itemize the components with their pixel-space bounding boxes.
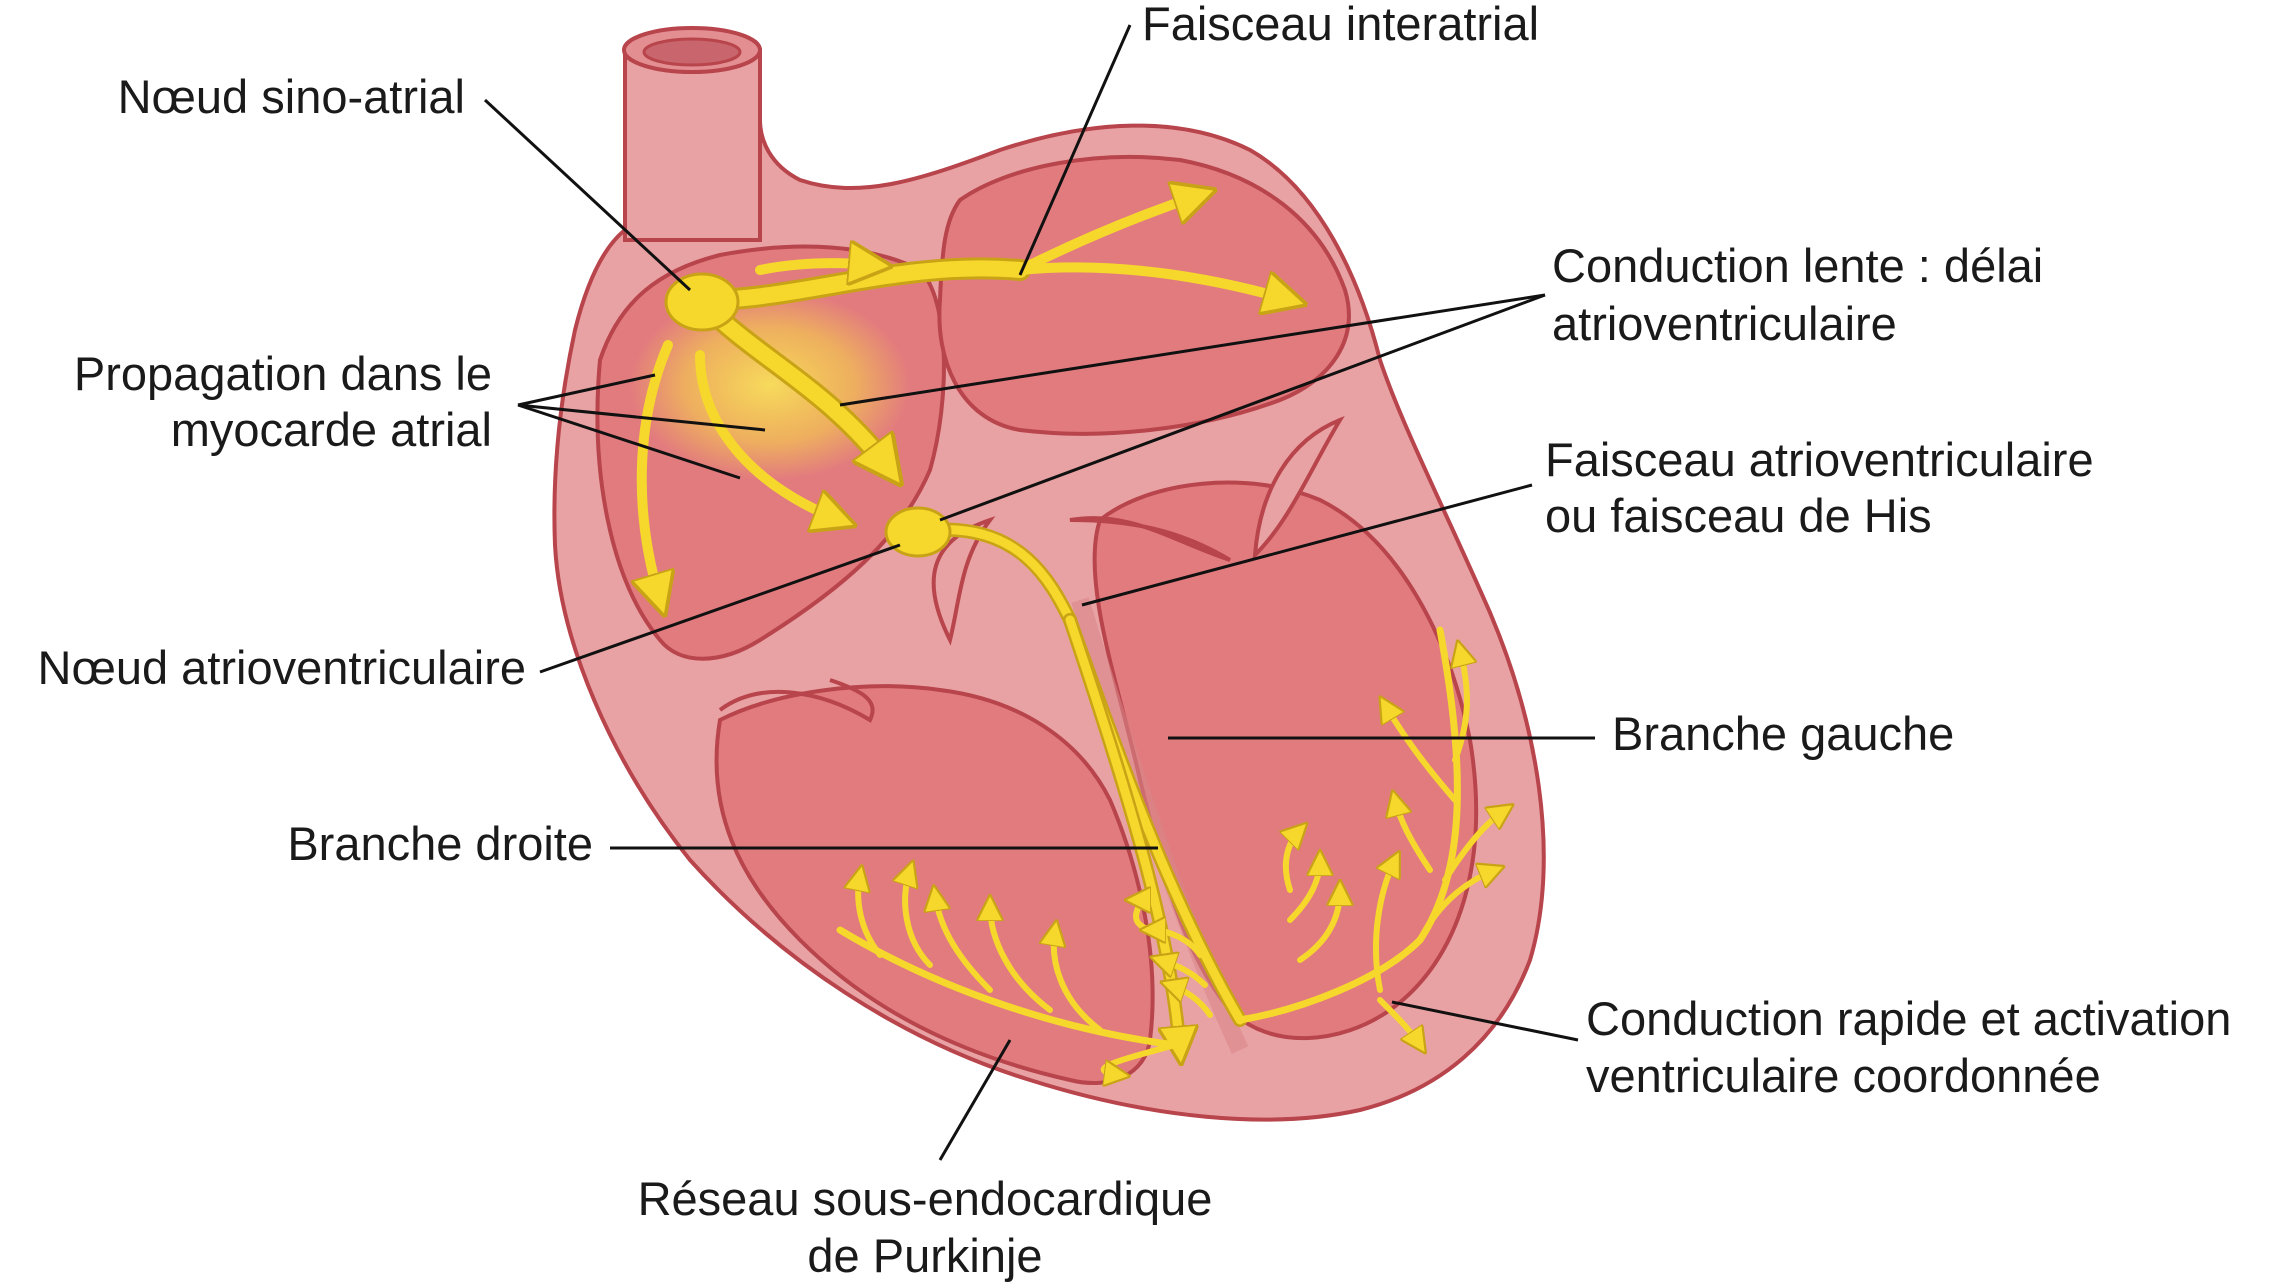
leader-lines (483, 24, 1595, 1161)
label-propagation-line1: Propagation dans le (74, 347, 492, 400)
label-faisceau-interatrial: Faisceau interatrial (1142, 0, 1539, 50)
mitral-leaflet (1252, 415, 1345, 561)
aorta (622, 26, 762, 242)
leader-propagation-b (517, 403, 766, 432)
internodal-pathway (697, 297, 890, 470)
label-purkinje-line1: Réseau sous-endocardique (638, 1172, 1213, 1225)
purkinje-fibers-left (1236, 626, 1505, 1045)
atrial-propagation-glow (630, 290, 910, 480)
septal-cusp-left (931, 516, 996, 646)
label-conduction-lente-line1: Conduction lente : délai (1552, 239, 2043, 292)
label-propagation-line2: myocarde atrial (171, 403, 492, 456)
label-conduction-rapide-line1: Conduction rapide et activation (1586, 992, 2231, 1045)
leader-conduction-lente-b (939, 293, 1546, 522)
av-node (884, 506, 952, 558)
leader-conduction-lente-a (839, 293, 1546, 407)
label-conduction-lente-line2: atrioventriculaire (1552, 297, 1897, 350)
label-branche-gauche: Branche gauche (1612, 707, 1954, 760)
purkinje-fibers-right (836, 870, 1213, 1075)
label-his-line2: ou faisceau de His (1545, 489, 1932, 542)
label-his-line1: Faisceau atrioventriculaire (1545, 433, 2094, 486)
leader-faisceau-interatrial (1018, 24, 1132, 276)
label-noeud-av: Nœud atrioventriculaire (38, 641, 526, 694)
leader-propagation-c (517, 403, 741, 480)
label-branche-droite: Branche droite (287, 817, 593, 870)
leader-purkinje (938, 1039, 1012, 1161)
leader-his (1081, 483, 1533, 607)
tricuspid-leaflet (718, 678, 875, 723)
leader-noeud-sino-atrial (483, 98, 692, 292)
label-purkinje-line2: de Purkinje (807, 1229, 1042, 1282)
leader-noeud-av (539, 543, 901, 674)
leader-propagation-a (517, 373, 656, 407)
label-conduction-rapide-line2: ventriculaire coordonnée (1586, 1049, 2101, 1102)
septal-cusp-right (1069, 516, 1232, 562)
conduction-system (630, 195, 1505, 1075)
label-noeud-sino-atrial: Nœud sino-atrial (118, 70, 465, 123)
leader-conduction-rapide (1391, 1000, 1579, 1042)
sa-node (664, 272, 740, 332)
labels: Faisceau interatrial Nœud sino-atrial Co… (38, 0, 2232, 1282)
his-bundle (930, 525, 1075, 625)
